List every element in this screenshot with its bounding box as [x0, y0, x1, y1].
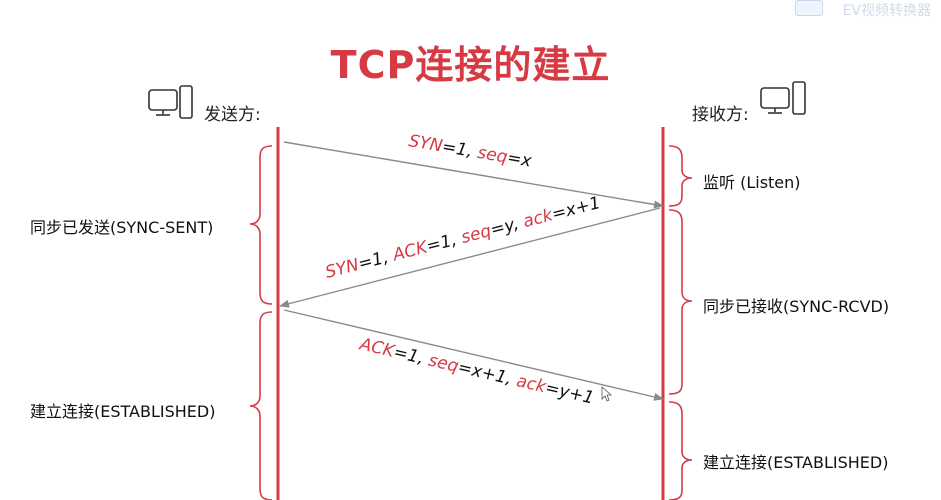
receiver-state-established: 建立连接(ESTABLISHED) — [703, 453, 889, 472]
ack-arrow — [283, 309, 664, 401]
receiver-brace-sync-rcvd — [668, 209, 693, 395]
sender-state-established: 建立连接(ESTABLISHED) — [30, 402, 216, 421]
sender-state-sync-sent: 同步已发送(SYNC-SENT) — [30, 218, 214, 237]
message-token: SYN — [407, 131, 444, 156]
message-token: =y, — [488, 213, 526, 241]
receiver-brace-established — [668, 401, 693, 500]
syn-arrow — [283, 141, 664, 209]
receiver-brace-listen — [668, 145, 693, 207]
syn-message-label: SYN=1, seq=x — [407, 131, 534, 172]
message-token: =y+1 — [543, 378, 596, 409]
message-token: =x+1 — [550, 193, 603, 225]
message-token: seq — [427, 351, 461, 377]
receiver-state-sync-rcvd: 同步已接收(SYNC-RCVD) — [703, 297, 890, 316]
syn-ack-message-label: SYN=1, ACK=1, seq=y, ack=x+1 — [323, 193, 602, 283]
receiver-label: 接收方: — [692, 105, 749, 125]
watermark: EV视频转换器 — [842, 3, 931, 19]
message-token: =1, — [441, 137, 480, 163]
watermark-logo-icon — [795, 0, 823, 16]
message-token: SYN — [323, 255, 361, 283]
message-token: =1, — [392, 342, 431, 370]
sender-brace-established — [249, 311, 273, 500]
message-token: =1, — [356, 246, 396, 274]
ack-message-label: ACK=1, seq=x+1, ack=y+1 — [357, 334, 596, 408]
sender-brace-sync-sent — [249, 145, 273, 305]
mouse-cursor-icon — [601, 386, 613, 402]
page-title: TCP连接的建立 — [330, 43, 611, 87]
receiver-state-listen: 监听 (Listen) — [703, 173, 801, 192]
message-token: seq — [476, 143, 509, 168]
receiver-computer-icon — [760, 81, 806, 115]
sender-computer-icon — [148, 85, 193, 119]
message-token: =x — [506, 148, 534, 172]
sender-label: 发送方: — [204, 105, 261, 125]
syn-ack-arrow — [279, 207, 661, 308]
message-token: =1, — [424, 229, 464, 257]
